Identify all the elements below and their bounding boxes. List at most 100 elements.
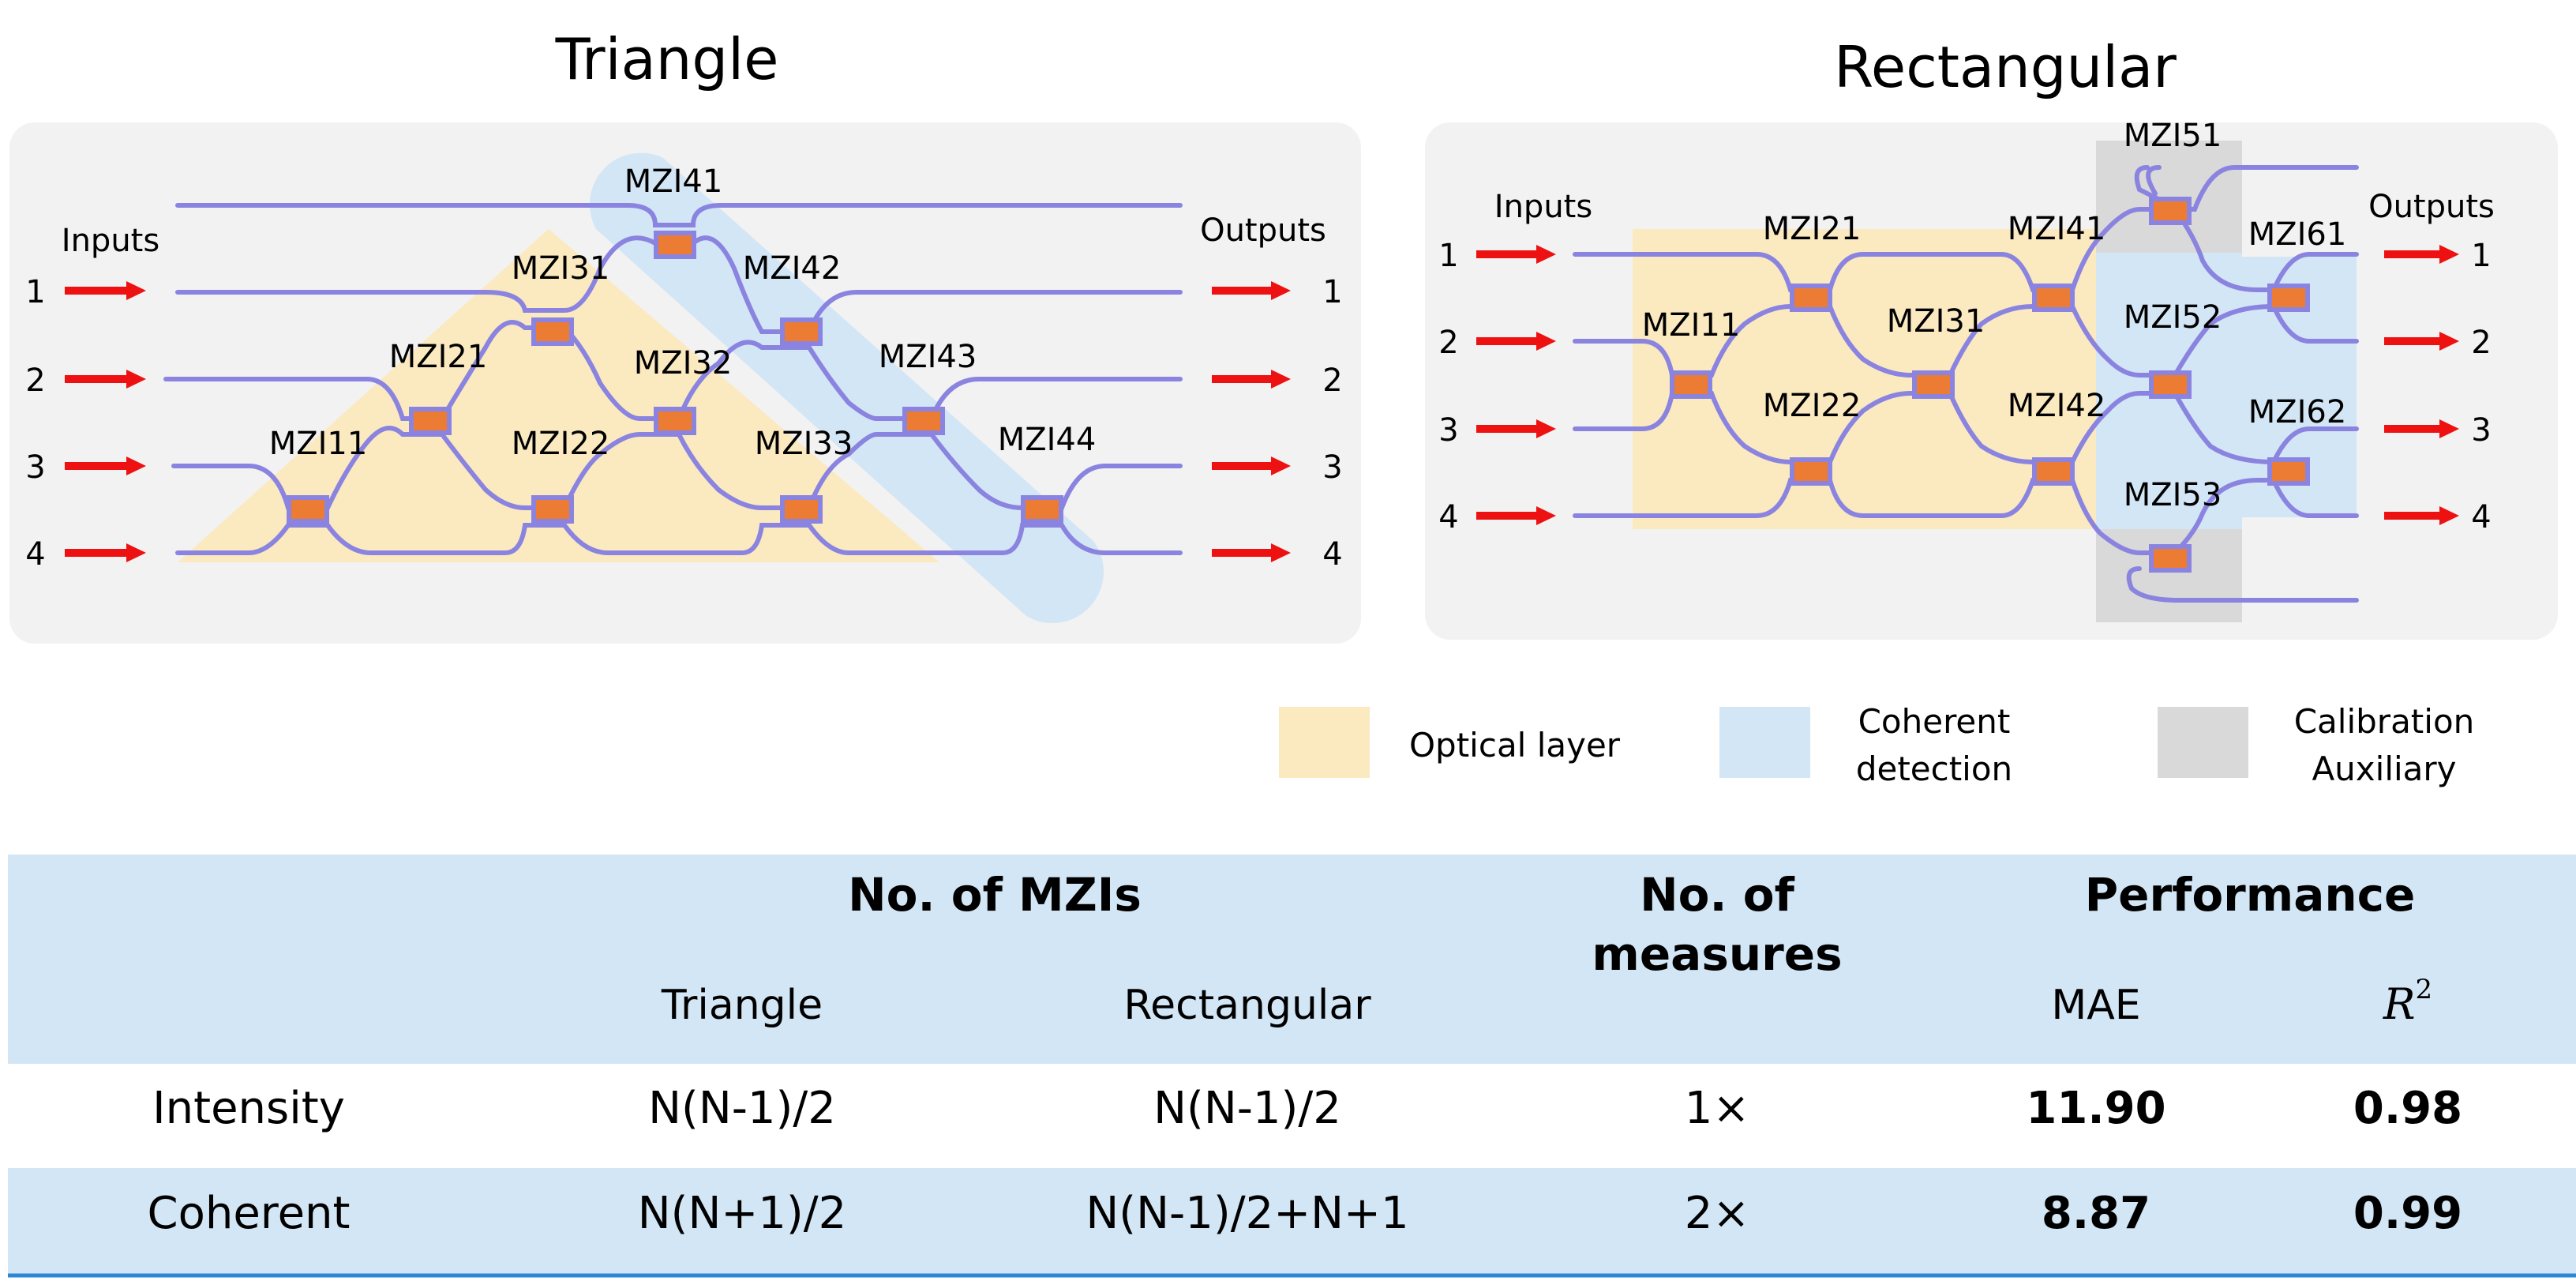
rectangular-output-number: 4	[2471, 499, 2491, 535]
rectangular-mzi53-block	[2149, 544, 2192, 573]
row-label: Intensity	[152, 1083, 345, 1134]
legend-swatch-calibration	[2158, 707, 2248, 778]
table-row: Coherent N(N+1)/2 N(N-1)/2+N+1 2× 8.87 0…	[147, 1188, 2462, 1239]
triangle-title: Triangle	[555, 26, 779, 92]
row-rectangular-value: N(N-1)/2	[1153, 1083, 1341, 1134]
triangle-mzi43-block	[902, 407, 945, 435]
triangle-mzi32-block	[654, 407, 696, 435]
rectangular-mzi61-block	[2267, 284, 2310, 312]
rectangular-mzi62-block	[2267, 457, 2310, 486]
legend-swatch-optical-layer	[1279, 707, 1370, 778]
triangle-input-number: 2	[25, 363, 45, 399]
triangle-mzi33-block	[780, 495, 823, 524]
rectangular-waveguides	[1573, 165, 2359, 603]
triangle-mzi-label: MZI31	[512, 250, 610, 287]
rectangular-output-number: 1	[2471, 238, 2491, 274]
triangle-output-arrowhead	[1271, 281, 1291, 300]
table-row-coherent-background	[8, 1168, 2576, 1276]
table-header-r2: R2	[2383, 974, 2432, 1029]
triangle-mzi42-block	[780, 317, 823, 346]
triangle-output-number: 3	[1322, 449, 1342, 486]
rectangular-input-number: 2	[1438, 325, 1458, 361]
rectangular-mzi21-block	[1790, 284, 1832, 312]
table-header-measures-line1: No. of	[1640, 868, 1794, 922]
rectangular-mzi-label: MZI41	[2008, 211, 2106, 247]
triangle-panel: Triangle MZI11 MZI2	[9, 26, 1361, 644]
rectangular-panel: Rectangular MZI11	[1425, 34, 2558, 640]
triangle-mzi-blocks	[287, 231, 1063, 524]
table-header-background	[8, 855, 2576, 1064]
triangle-mzi-label: MZI42	[743, 250, 842, 287]
triangle-output-number: 1	[1322, 274, 1342, 310]
rectangular-input-arrowhead	[1536, 245, 1556, 264]
rectangular-output-arrowhead	[2439, 332, 2459, 351]
rectangular-mzi-label: MZI11	[1642, 307, 1741, 344]
triangle-input-arrowhead	[126, 281, 146, 300]
triangle-input-arrowhead	[126, 370, 146, 389]
triangle-output-arrowhead	[1271, 456, 1291, 475]
rectangular-title: Rectangular	[1834, 34, 2177, 100]
row-r2-value: 0.98	[2353, 1083, 2462, 1134]
triangle-mzi-label: MZI43	[879, 339, 977, 375]
rectangular-inputs-label: Inputs	[1494, 189, 1592, 225]
triangle-input-arrowhead	[126, 543, 146, 562]
rectangular-mzi-label: MZI22	[1763, 388, 1862, 424]
triangle-mzi41-block	[654, 231, 696, 259]
triangle-input-number: 4	[25, 536, 45, 573]
rectangular-mzi41-block	[2032, 284, 2075, 312]
rectangular-mzi11-block	[1670, 370, 1712, 399]
row-triangle-value: N(N-1)/2	[648, 1083, 836, 1134]
rectangular-input-arrowhead	[1536, 332, 1556, 351]
rectangular-mzi31-block	[1912, 370, 1955, 399]
rectangular-output-number: 2	[2471, 325, 2491, 361]
triangle-input-number: 1	[25, 274, 45, 310]
row-mae-value: 11.90	[2026, 1083, 2165, 1134]
rectangular-mzi-label: MZI31	[1887, 303, 1985, 340]
triangle-output-arrowhead	[1271, 370, 1291, 389]
rectangular-mzi-blocks	[1670, 197, 2310, 573]
triangle-mzi-label: MZI21	[389, 339, 488, 375]
row-mae-value: 8.87	[2042, 1188, 2150, 1239]
triangle-inputs-label: Inputs	[62, 223, 159, 259]
rectangular-output-arrowhead	[2439, 506, 2459, 525]
legend-label-calibration-line2: Auxiliary	[2312, 749, 2456, 788]
triangle-output-ports: 1 2 3 4	[1212, 274, 1343, 573]
row-label: Coherent	[147, 1188, 350, 1239]
table-header-rectangular: Rectangular	[1123, 982, 1371, 1029]
triangle-output-number: 4	[1322, 536, 1342, 573]
triangle-mzi-labels: MZI11 MZI21 MZI22 MZI31 MZI32 MZI33 MZI4…	[269, 163, 1097, 462]
rectangular-mzi51-block	[2149, 197, 2192, 225]
triangle-mzi-label: MZI44	[998, 422, 1097, 458]
rectangular-input-ports: 1 2 3 4	[1438, 238, 1556, 535]
rectangular-output-arrowhead	[2439, 419, 2459, 438]
triangle-outputs-label: Outputs	[1200, 212, 1326, 249]
rectangular-mzi-label: MZI62	[2248, 394, 2347, 430]
triangle-mzi22-block	[531, 495, 574, 524]
rectangular-input-number: 1	[1438, 238, 1458, 274]
triangle-mzi11-block	[287, 495, 329, 524]
comparison-table: No. of MZIs Triangle Rectangular No. of …	[8, 855, 2576, 1278]
triangle-mzi-label: MZI32	[634, 345, 733, 381]
triangle-input-ports: 1 2 3 4	[25, 274, 146, 573]
rectangular-outputs-label: Outputs	[2368, 189, 2495, 225]
rectangular-mzi-label: MZI51	[2124, 118, 2222, 154]
triangle-input-arrowhead	[126, 456, 146, 475]
table-row-intensity-background	[8, 1064, 2576, 1168]
rectangular-mzi-labels: MZI11 MZI21 MZI22 MZI31 MZI41 MZI42 MZI5…	[1642, 118, 2347, 513]
rectangular-mzi-label: MZI53	[2124, 477, 2222, 513]
legend-label-calibration-line1: Calibration	[2294, 702, 2475, 741]
row-rectangular-value: N(N-1)/2+N+1	[1086, 1188, 1408, 1239]
triangle-optical-layer-region	[178, 229, 939, 562]
table-header-performance: Performance	[2085, 868, 2416, 922]
row-r2-value: 0.99	[2353, 1188, 2462, 1239]
row-measures-value: 2×	[1685, 1188, 1750, 1239]
triangle-mzi21-block	[409, 407, 452, 435]
row-triangle-value: N(N+1)/2	[638, 1188, 847, 1239]
triangle-mzi31-block	[531, 317, 574, 346]
triangle-output-arrowhead	[1271, 543, 1291, 562]
triangle-output-number: 2	[1322, 363, 1342, 399]
rectangular-output-arrowhead	[2439, 245, 2459, 264]
triangle-mzi-label: MZI11	[269, 426, 368, 462]
legend-label-coherent-line2: detection	[1856, 749, 2012, 788]
table-header-mae: MAE	[2051, 982, 2140, 1029]
